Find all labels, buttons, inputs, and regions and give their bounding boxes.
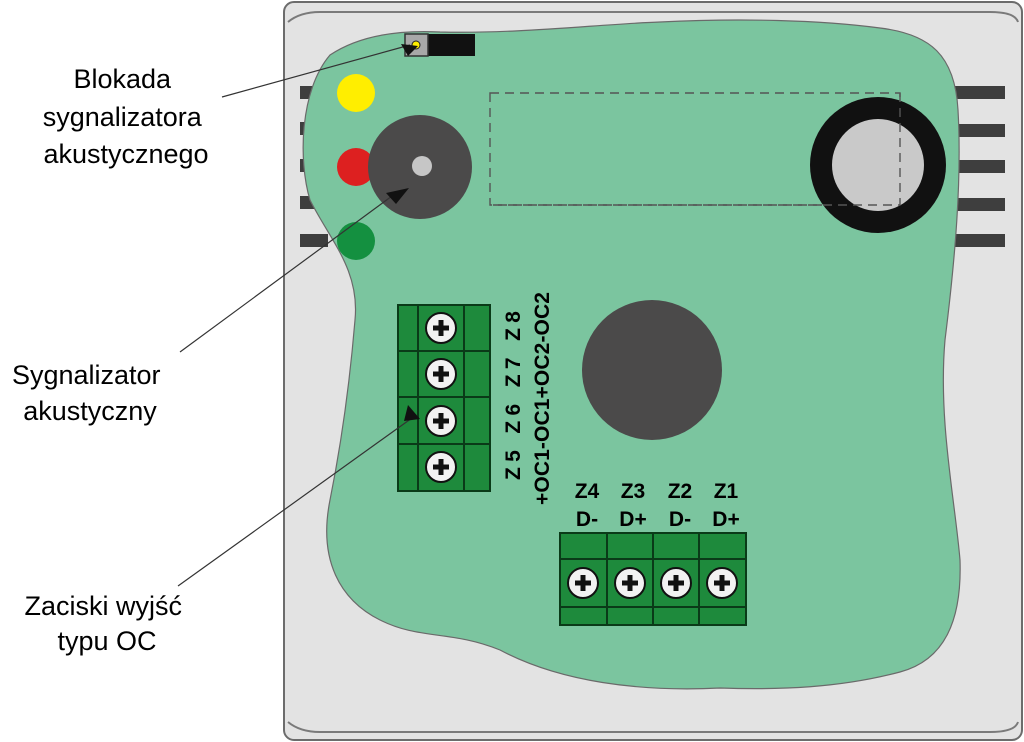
horizontal-screw-4-icon[interactable] <box>567 567 599 599</box>
label-blokada-line2: sygnalizatora <box>43 102 203 132</box>
led-red <box>337 148 375 186</box>
label-zaciski: Zaciski wyjść typu OC <box>24 591 189 656</box>
horizontal-signal-label: D+ <box>712 508 739 531</box>
right-vent-slots <box>955 86 1005 247</box>
buzzer-center <box>412 156 432 176</box>
horizontal-screw-1-icon[interactable] <box>706 567 738 599</box>
led-yellow <box>337 74 375 112</box>
label-blokada: Blokada sygnalizatora akustycznego <box>43 64 210 169</box>
horizontal-zone-label: Z2 <box>668 480 693 503</box>
vertical-signal-labels: +OC1-OC1+OC2-OC2 <box>531 292 554 505</box>
center-disc <box>582 300 722 440</box>
horizontal-screw-2-icon[interactable] <box>660 567 692 599</box>
label-sygnalizator-line2: akustyczny <box>23 396 157 426</box>
arrow-jumper <box>401 44 418 56</box>
vertical-screw-7-icon[interactable] <box>425 358 457 390</box>
label-zaciski-line2: typu OC <box>57 626 156 656</box>
arrow-terminals <box>404 405 420 421</box>
horizontal-signal-label: D- <box>576 508 598 531</box>
housing-top-rim <box>287 11 1019 23</box>
vertical-zone-labels: Z5 Z6 Z7 Z8 <box>502 310 525 480</box>
label-sygnalizator-line1: Sygnalizator <box>12 360 161 390</box>
horizontal-zone-label: Z4 <box>575 480 600 503</box>
housing-bottom-rim <box>287 721 1019 733</box>
vertical-terminal-screws <box>425 312 457 483</box>
vertical-screw-5-icon[interactable] <box>425 451 457 483</box>
vertical-screw-8-icon[interactable] <box>425 312 457 344</box>
horizontal-terminal-labels: Z4D- Z3D+ Z2D- Z1D+ <box>575 480 740 531</box>
arrow-buzzer <box>386 188 409 204</box>
dashed-overlay <box>490 93 901 206</box>
label-blokada-line1: Blokada <box>73 64 172 94</box>
tamper-ring-center <box>832 119 924 211</box>
arrowheads <box>386 44 420 421</box>
horizontal-signal-label: D- <box>669 508 691 531</box>
horizontal-zone-label: Z1 <box>714 480 739 503</box>
leader-lines <box>177 44 413 587</box>
label-blokada-line3: akustycznego <box>43 139 208 169</box>
label-zaciski-line1: Zaciski wyjść <box>24 591 182 621</box>
horizontal-screw-3-icon[interactable] <box>614 567 646 599</box>
horizontal-signal-label: D+ <box>619 508 646 531</box>
vertical-screw-6-icon[interactable] <box>425 405 457 437</box>
horizontal-terminal-screws <box>567 567 738 599</box>
led-green <box>337 222 375 260</box>
horizontal-zone-label: Z3 <box>621 480 646 503</box>
label-sygnalizator: Sygnalizator akustyczny <box>12 360 168 426</box>
